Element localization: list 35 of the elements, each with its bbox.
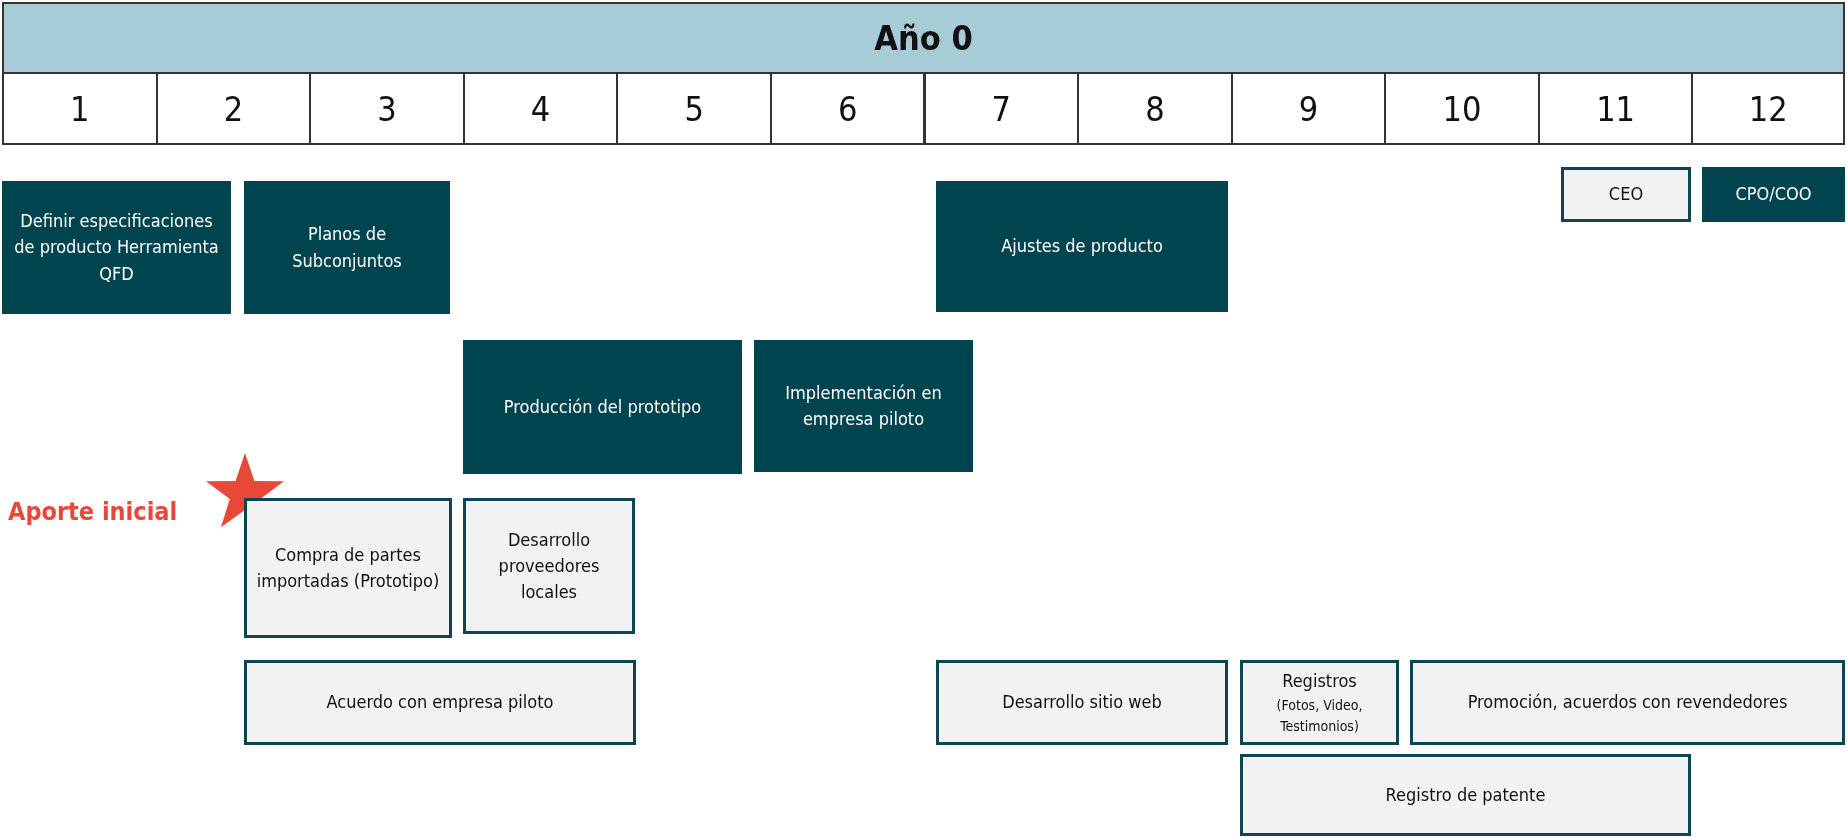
task-bar — [244, 660, 636, 745]
task-label: Promoción, acuerdos con revendedores — [1467, 690, 1788, 715]
task-label: Acuerdo con empresa piloto — [326, 690, 554, 715]
callout-label: Aporte inicial — [8, 497, 178, 526]
task-label: Desarrollo sitio web — [1002, 690, 1162, 715]
task-bar — [463, 340, 742, 474]
task-label: Registro de patente — [1385, 782, 1546, 807]
month-cell: 6 — [769, 72, 926, 145]
task-bar — [936, 660, 1228, 745]
task-bar — [1702, 167, 1845, 222]
task-label: CEO — [1608, 182, 1644, 207]
task-label: Planos de Subconjuntos — [291, 222, 403, 273]
month-cell: 12 — [1691, 72, 1845, 145]
task-bar — [2, 181, 231, 314]
task-bar — [936, 181, 1228, 312]
task-label: Compra de partes importadas (Prototipo) — [255, 542, 441, 593]
task-bar — [1410, 660, 1845, 745]
task-label: Implementación en empresa piloto — [784, 380, 943, 431]
task-label: Definir especificaciones de producto Herramienta QFD — [13, 209, 220, 286]
task-label: Ajustes de producto — [1001, 234, 1163, 259]
task-label: Desarrollo proveedores locales — [497, 527, 601, 605]
task-bar — [1240, 754, 1691, 836]
month-cell: 7 — [923, 72, 1080, 145]
task-bar — [463, 498, 635, 634]
task-bar — [244, 181, 450, 314]
task-note: (Fotos, Video, Testimonios) — [1275, 695, 1364, 736]
month-cell: 1 — [2, 72, 158, 145]
task-label: Registros — [1282, 669, 1357, 694]
year-header: Año 0 — [2, 2, 1845, 74]
task-label: Producción del prototipo — [503, 394, 702, 419]
task-bar — [1561, 167, 1691, 222]
task-bar — [244, 498, 452, 638]
task-bar — [1240, 660, 1399, 745]
task-label: CPO/COO — [1735, 182, 1812, 207]
task-bar — [754, 340, 973, 472]
